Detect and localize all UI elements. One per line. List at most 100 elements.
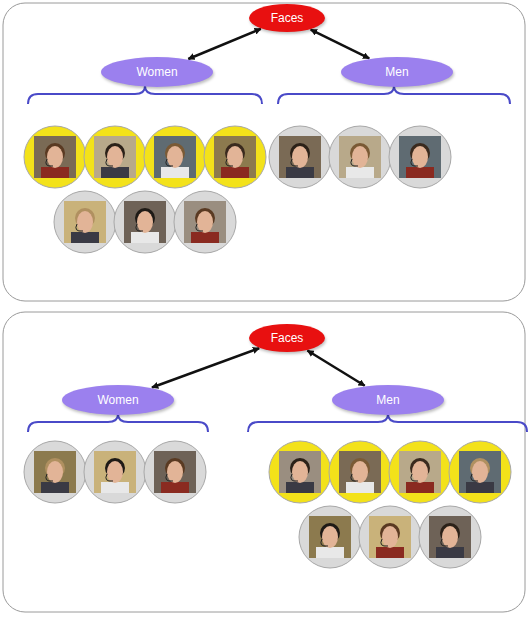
photo-ring — [269, 126, 331, 188]
photo-background — [339, 451, 381, 493]
photo-face — [227, 146, 243, 168]
photo-ring — [389, 441, 451, 503]
curly-bracket — [28, 86, 262, 104]
face-photo — [389, 126, 451, 188]
face-photo — [269, 441, 331, 503]
photo-shirt — [376, 547, 404, 558]
photo-background — [369, 516, 411, 558]
photo-face — [292, 146, 308, 168]
photo-shirt — [406, 482, 434, 493]
photo-face — [77, 211, 93, 233]
photo-shirt — [316, 547, 344, 558]
photo-shirt — [406, 167, 434, 178]
photo-face — [167, 461, 183, 483]
photo-ring — [204, 126, 266, 188]
photo-background — [214, 136, 256, 178]
arrow-connector — [311, 30, 370, 59]
photo-shirt — [191, 232, 219, 243]
photo-background — [429, 516, 471, 558]
photo-face — [107, 146, 123, 168]
curly-bracket — [28, 414, 208, 432]
face-photo — [419, 506, 481, 568]
photo-headset — [351, 159, 358, 166]
root-ellipse: Faces — [249, 324, 325, 352]
photo-ring — [84, 441, 146, 503]
photo-shirt — [221, 167, 249, 178]
category-ellipse: Women — [101, 57, 213, 87]
photo-face — [47, 461, 63, 483]
node-label: Men — [376, 394, 399, 406]
photo-background — [459, 451, 501, 493]
photo-shirt — [131, 232, 159, 243]
panel-frame — [3, 3, 525, 301]
photo-shirt — [346, 482, 374, 493]
photo-background — [399, 136, 441, 178]
node-label: Faces — [271, 12, 304, 24]
photo-headset — [136, 224, 143, 231]
photo-background — [124, 201, 166, 243]
photo-ring — [419, 506, 481, 568]
face-photo — [84, 441, 146, 503]
root-ellipse: Faces — [249, 4, 325, 32]
panel-frame — [3, 312, 525, 612]
photo-headset — [226, 159, 233, 166]
photo-face — [107, 461, 123, 483]
photo-background — [399, 451, 441, 493]
photo-headset — [46, 474, 53, 481]
face-photo — [24, 441, 86, 503]
photo-headset — [166, 474, 173, 481]
photo-background — [154, 451, 196, 493]
photo-face — [412, 461, 428, 483]
photo-ring — [329, 126, 391, 188]
photo-headset — [321, 539, 328, 546]
photo-headset — [166, 159, 173, 166]
photo-background — [339, 136, 381, 178]
face-photo — [24, 126, 86, 188]
arrow-connector — [152, 348, 259, 387]
photo-headset — [351, 474, 358, 481]
category-ellipse: Women — [62, 385, 174, 415]
face-photo — [449, 441, 511, 503]
node-label: Women — [136, 66, 177, 78]
curly-bracket — [278, 86, 510, 104]
face-photo — [204, 126, 266, 188]
photo-face — [382, 526, 398, 548]
face-photo — [299, 506, 361, 568]
photo-ring — [449, 441, 511, 503]
photo-face — [197, 211, 213, 233]
photo-face — [137, 211, 153, 233]
face-photo — [144, 126, 206, 188]
face-photo — [54, 191, 116, 253]
photo-ring — [389, 126, 451, 188]
photo-background — [94, 136, 136, 178]
photo-ring — [329, 441, 391, 503]
photo-background — [154, 136, 196, 178]
photo-shirt — [71, 232, 99, 243]
photo-headset — [441, 539, 448, 546]
photo-headset — [76, 224, 83, 231]
photo-background — [279, 136, 321, 178]
face-photo — [329, 126, 391, 188]
photo-ring — [359, 506, 421, 568]
photo-background — [64, 201, 106, 243]
photo-shirt — [161, 482, 189, 493]
arrow-connector — [188, 29, 261, 59]
photo-ring — [174, 191, 236, 253]
photo-shirt — [346, 167, 374, 178]
photo-headset — [46, 159, 53, 166]
photo-shirt — [161, 167, 189, 178]
category-ellipse: Men — [341, 57, 453, 87]
photo-background — [309, 516, 351, 558]
photo-ring — [299, 506, 361, 568]
photo-headset — [106, 474, 113, 481]
photo-headset — [411, 159, 418, 166]
photo-shirt — [101, 482, 129, 493]
curly-bracket — [248, 414, 527, 432]
face-photo — [144, 441, 206, 503]
photo-headset — [381, 539, 388, 546]
photo-background — [94, 451, 136, 493]
photo-headset — [196, 224, 203, 231]
photo-background — [279, 451, 321, 493]
photo-headset — [291, 159, 298, 166]
